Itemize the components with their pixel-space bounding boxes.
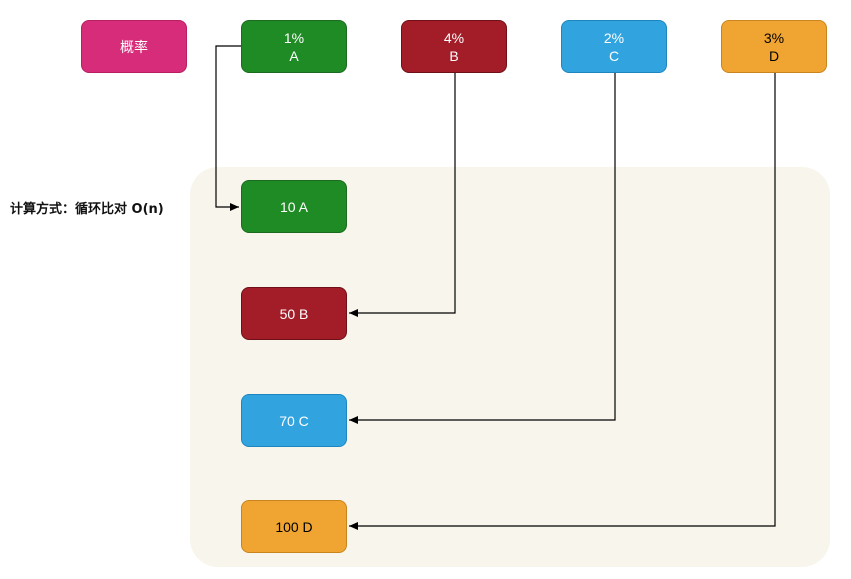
item-d-percent: 3% <box>763 29 785 46</box>
probability-label: 概率 <box>120 38 148 55</box>
result-c-box: 70 C <box>241 394 347 447</box>
item-b-percent: 4% <box>443 29 465 46</box>
result-b-box: 50 B <box>241 287 347 340</box>
item-a-box: 1% A <box>241 20 347 73</box>
result-d-label: 100 D <box>275 518 313 535</box>
item-c-box: 2% C <box>561 20 667 73</box>
item-a-percent: 1% <box>283 29 305 46</box>
item-d-box: 3% D <box>721 20 827 73</box>
connector-c <box>349 73 616 424</box>
item-d-name: D <box>768 47 780 64</box>
item-b-name: B <box>449 47 459 64</box>
item-a-name: A <box>289 47 299 64</box>
connector-b <box>349 73 456 317</box>
result-b-label: 50 B <box>279 305 309 322</box>
connector-d <box>349 73 776 530</box>
result-d-box: 100 D <box>241 500 347 553</box>
item-c-name: C <box>608 47 620 64</box>
result-c-label: 70 C <box>279 412 309 429</box>
method-label: 计算方式：循环比对 O(n) <box>10 202 164 217</box>
item-c-percent: 2% <box>603 29 625 46</box>
item-b-box: 4% B <box>401 20 507 73</box>
connector-a <box>215 45 241 211</box>
probability-header-box: 概率 <box>81 20 187 73</box>
result-a-label: 10 A <box>279 198 309 215</box>
result-a-box: 10 A <box>241 180 347 233</box>
